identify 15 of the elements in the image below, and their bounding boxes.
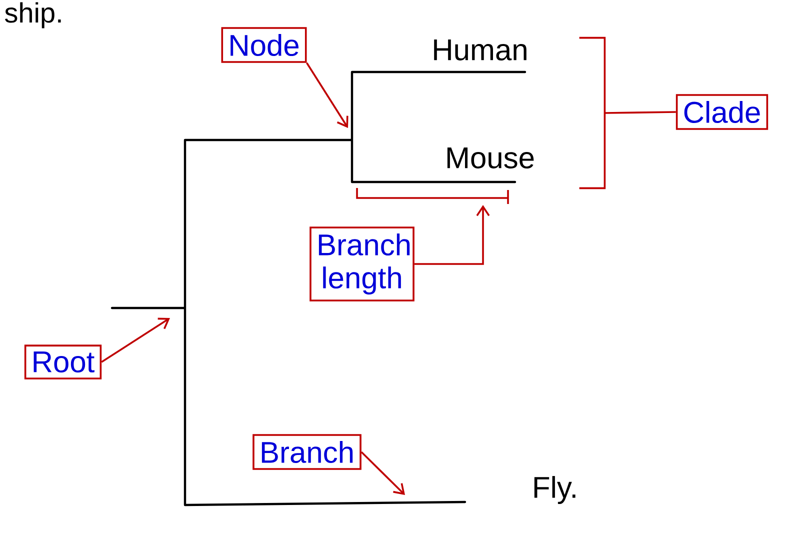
label-box: Root (24, 344, 102, 380)
leader-line (306, 62, 348, 128)
leaf-label: Human (434, 40, 526, 60)
leader-line (101, 318, 170, 363)
label-box: Branch length (310, 226, 414, 302)
leader-line (360, 451, 405, 496)
label-box: Node (221, 27, 307, 63)
leaf-label: Mouse (447, 148, 534, 168)
clade-bracket (579, 36, 606, 190)
note-text: ship. (5, 2, 61, 28)
leaf-label: Fly. (534, 476, 576, 504)
leader-line (414, 205, 490, 265)
label-box: Clade (676, 94, 768, 130)
leader-line (604, 111, 676, 114)
label-box: Branch (252, 434, 362, 470)
